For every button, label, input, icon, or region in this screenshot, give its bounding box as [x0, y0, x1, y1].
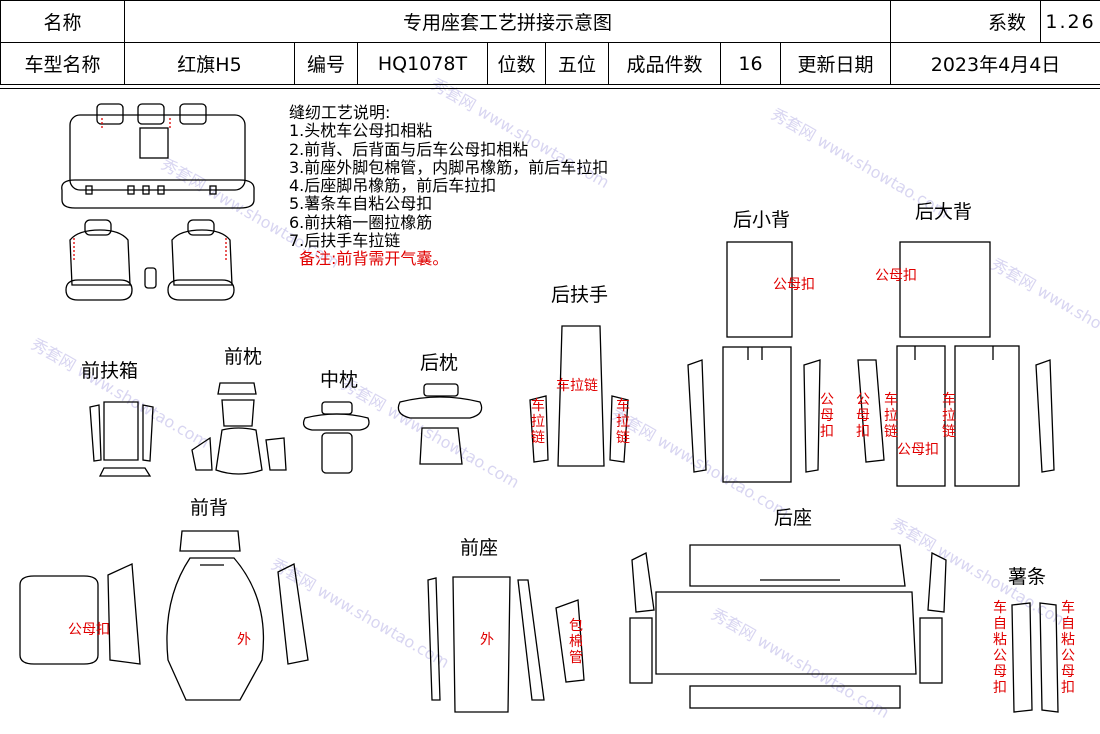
title-mid-pillow: 中枕: [320, 369, 359, 391]
mid-pillow-pieces: [302, 401, 370, 474]
title-front-seat: 前座: [460, 537, 499, 559]
header-table: 名称 专用座套工艺拼接示意图 系数 1.26 车型名称 红旗H5 编号 HQ10…: [0, 0, 1100, 85]
label-snap-v-1: 公母扣: [820, 392, 834, 440]
seats-value: 五位: [545, 42, 609, 85]
note-item: 1.头枕车公母扣相粘: [289, 121, 433, 141]
label-zip-v-1: 车拉链: [884, 392, 898, 440]
note-item: 6.前扶箱一圈拉橡筋: [289, 212, 433, 232]
note-item: 4.后座脚吊橡筋，前后车拉扣: [289, 176, 497, 196]
title-rear-seat: 后座: [774, 507, 813, 529]
notes-remark: 备注:前背需开气囊。: [299, 249, 449, 269]
note-item: 3.前座外脚包棉管，内脚吊橡筋，前后车拉扣: [289, 157, 609, 177]
title-front-armbox: 前扶箱: [81, 360, 139, 382]
label-zip-right: 车拉链: [616, 398, 630, 446]
label-outer-front-back: 外: [237, 632, 251, 648]
sewing-notes: 缝纫工艺说明: 1.头枕车公母扣相粘 2.前背、后背面与后车公母扣相粘 3.前座…: [289, 103, 609, 269]
label-snap-front-back: 公母扣: [68, 622, 110, 638]
note-item: 2.前背、后背面与后车公母扣相粘: [289, 139, 529, 159]
front-back-pieces: [19, 530, 309, 701]
rear-pillow-pieces: [397, 383, 483, 465]
label-snap-small-back: 公母扣: [773, 277, 815, 293]
front-armbox-pieces: [89, 401, 154, 477]
rear-armrest-pieces: [529, 325, 629, 467]
title-rear-big-back: 后大背: [915, 201, 973, 223]
code-label: 编号: [294, 42, 358, 85]
front-seat-pieces: [427, 576, 585, 713]
label-zip-armrest: 车拉链: [556, 378, 598, 394]
label-outer-front-seat: 外: [480, 632, 494, 648]
title-front-back: 前背: [190, 497, 229, 519]
seats-label: 位数: [487, 42, 546, 85]
label-cotton-tube: 包棉管: [569, 618, 583, 666]
rear-seat-pieces: [629, 544, 947, 709]
date-value: 2023年4月4日: [890, 42, 1100, 85]
front-seats-overview: [65, 219, 235, 301]
title-rear-small-back: 后小背: [733, 209, 791, 231]
coef-value: 1.26: [1040, 0, 1100, 43]
header-divider: [0, 88, 1100, 89]
notes-heading: 缝纫工艺说明:: [289, 103, 391, 122]
title-rear-pillow: 后枕: [420, 352, 459, 374]
label-snap-v-2: 公母扣: [856, 392, 870, 440]
label-snap-big-back: 公母扣: [875, 268, 917, 284]
pieces-label: 成品件数: [608, 42, 721, 85]
label-self-snap-right: 车自粘公母扣: [1061, 600, 1075, 696]
label-zip-left: 车拉链: [531, 398, 545, 446]
label-zip-v-2: 车拉链: [942, 392, 956, 440]
rear-bench-overview: [61, 103, 255, 209]
front-pillow-pieces: [191, 382, 287, 475]
doc-title: 专用座套工艺拼接示意图: [123, 0, 892, 43]
fries-strip-pieces: [1011, 602, 1059, 713]
name-label: 名称: [0, 0, 125, 43]
note-item: 5.薯条车自粘公母扣: [289, 194, 433, 214]
rear-big-back-pieces: [857, 241, 1055, 487]
title-fries-strip: 薯条: [1008, 566, 1047, 588]
date-label: 更新日期: [779, 42, 892, 85]
pieces-value: 16: [720, 42, 781, 85]
title-front-pillow: 前枕: [224, 346, 263, 368]
note-item: 7.后扶手车拉链: [289, 231, 401, 251]
rear-small-back-pieces: [687, 241, 821, 483]
label-self-snap-left: 车自粘公母扣: [993, 600, 1007, 696]
code-value: HQ1078T: [357, 42, 488, 85]
title-rear-armrest: 后扶手: [551, 284, 609, 306]
label-snap-big-back-lower: 公母扣: [897, 442, 939, 458]
